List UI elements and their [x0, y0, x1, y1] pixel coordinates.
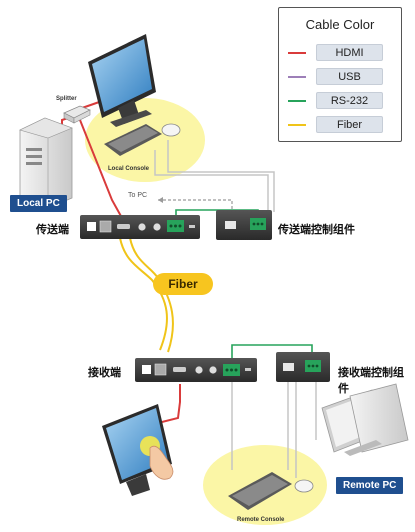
legend-label-fiber: Fiber [316, 116, 383, 133]
fiber-cable-2 [129, 237, 174, 353]
remote-console-label: Remote Console [237, 517, 285, 523]
remote-mouse-icon [294, 479, 314, 493]
legend-item-usb: USB [288, 68, 383, 85]
remote-keyboard-icon [228, 472, 292, 510]
receiver-unit [135, 358, 257, 382]
usb-cable-local-mouse [167, 140, 275, 212]
splitter-icon [63, 105, 91, 124]
local-monitor-icon [88, 34, 156, 127]
legend-label-rs232: RS-232 [316, 92, 383, 109]
local-console-label: Local Console [108, 166, 150, 172]
local-pc-tag: Local PC [10, 195, 67, 212]
remote-pc-tag: Remote PC [336, 477, 404, 494]
hand-icon [149, 445, 174, 480]
legend-label-hdmi: HDMI [316, 44, 383, 61]
transmitter-control-module [216, 210, 272, 240]
local-keyboard-icon [104, 124, 162, 156]
receiver-control-label: 接收端控制组件 [338, 366, 404, 395]
legend-item-fiber: Fiber [288, 116, 383, 133]
legend-swatch-usb [288, 75, 306, 78]
touch-monitor-icon [102, 404, 172, 496]
legend-item-rs232: RS-232 [288, 92, 383, 109]
cable-color-legend: Cable Color HDMI USB RS-232 Fiber [278, 7, 402, 142]
hdmi-cable-receiver-monitor [149, 384, 181, 426]
splitter-label: Splitter [56, 96, 77, 102]
receiver-label: 接收端 [88, 366, 121, 379]
transmitter-unit [80, 215, 200, 239]
to-pc-label: To PC [128, 192, 148, 199]
fiber-label: Fiber [153, 273, 213, 295]
legend-item-hdmi: HDMI [288, 44, 383, 61]
local-mouse-icon [161, 123, 181, 137]
legend-swatch-hdmi [288, 51, 306, 54]
legend-swatch-rs232 [288, 99, 306, 102]
legend-label-usb: USB [316, 68, 383, 85]
transmitter-control-label: 传送端控制组件 [278, 223, 355, 236]
usb-cable-local-keyboard [154, 150, 269, 212]
remote-pc-icon [321, 383, 409, 456]
hdmi-cable-splitter-transmitter [79, 119, 123, 219]
legend-title: Cable Color [305, 17, 375, 32]
receiver-control-module [276, 352, 330, 382]
fiber-cable [119, 237, 168, 351]
to-pc-arrow [158, 197, 163, 203]
rs232-cable-receiver [231, 344, 313, 365]
transmitter-label: 传送端 [36, 223, 69, 236]
local-pc-tower-icon [19, 117, 73, 209]
to-pc-dashed-line [158, 199, 233, 212]
legend-swatch-fiber [288, 123, 306, 126]
